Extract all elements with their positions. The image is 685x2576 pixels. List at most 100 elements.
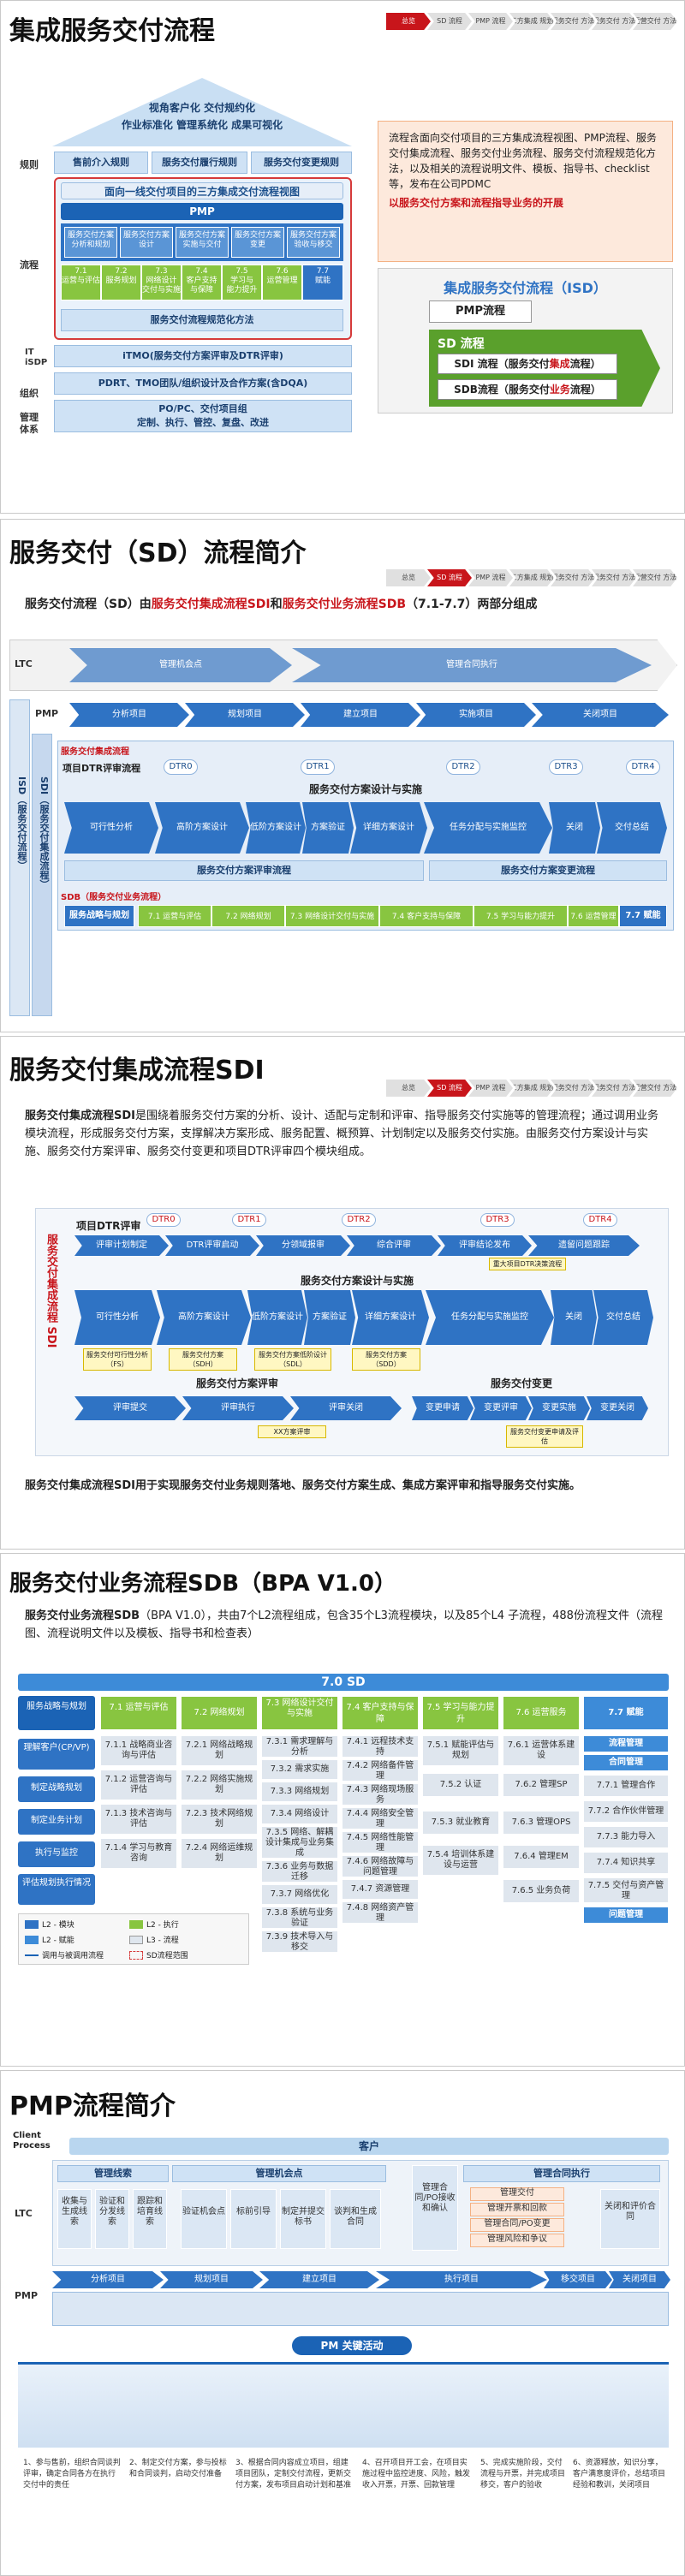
side-sdi-text: SDI（服务交付集成流程） — [39, 776, 50, 889]
isd-sdb: SDB流程（服务交付业务流程） — [438, 379, 617, 400]
left-cell: 执行与监控 — [18, 1841, 95, 1867]
nav-step[interactable]: 三方集成 规划 — [509, 569, 554, 586]
nav-step[interactable]: 服务交付 方法 — [551, 1080, 595, 1097]
pmp-phase: 分析项目 — [52, 2271, 164, 2288]
nav-step[interactable]: 服务交付 方法 — [592, 1080, 636, 1097]
sdb-step: 7.3 网络设计交付与实施 — [285, 905, 379, 927]
legend-swatch — [129, 1951, 143, 1960]
pmp-bar: PMP — [61, 203, 343, 220]
nav-step[interactable]: SD 流程 — [427, 1080, 472, 1097]
key-step: 6、资源释放，知识分享，客户满意度评价，总结项目经验和教训，关闭项目 — [573, 2459, 666, 2490]
pmp-label: PMP — [15, 2290, 39, 2301]
nav-step[interactable]: 总览 — [386, 13, 431, 30]
key-step: 1、参与售前，组织合同谈判评审，确定合同各方在执行交付中的责任 — [23, 2459, 121, 2490]
sdi-step: 任务分配与实施监控 — [424, 802, 552, 854]
sdb-desc-text: （BPA V1.0），共由7个L2流程组成，包含35个L3流程模块，以及85个L… — [25, 1609, 663, 1640]
page-title: 集成服务交付流程 — [9, 16, 215, 46]
dtr-flow: 遗留问题跟踪 — [528, 1235, 640, 1256]
l3-cell: 7.3.7 网络优化 — [261, 1884, 338, 1905]
step-note: 服务交付方案低阶设计（SDL） — [254, 1348, 331, 1371]
ltc-box: 制定并提交标书 — [280, 2189, 326, 2249]
l3-cell: 7.3.2 需求实施 — [261, 1759, 338, 1780]
nav-step[interactable]: 总览 — [386, 1080, 431, 1097]
change-bar: 服务交付方案变更流程 — [429, 860, 667, 881]
pyramid-text-1: 视角客户化 交付规约化 — [148, 102, 256, 114]
row-label-org: 组织 — [20, 388, 39, 399]
ltc-box: 标前引导 — [230, 2189, 277, 2249]
org-bar: PDRT、TMO团队/组织设计及合作方案(含DQA) — [54, 372, 352, 395]
l3-cell: 7.4.4 网络安全管理 — [342, 1807, 419, 1829]
nav-step[interactable]: SD 流程 — [427, 13, 472, 30]
intro-sdi: 服务交付集成流程SDI — [151, 598, 271, 611]
l3-cell: 7.3.6 业务与数据迁移 — [261, 1860, 338, 1883]
step-note: 服务交付方案（SDD） — [352, 1348, 420, 1371]
key-step: 3、根据合同内容成立项目，组建项目团队，定制交付流程，更新交付方案，发布项目启动… — [235, 2459, 352, 2490]
slide-sdi: 服务交付集成流程SDI 总览 SD 流程 PMP 流程 三方集成 规划 服务交付… — [0, 1036, 685, 1550]
dtr-flow: 分领域报审 — [256, 1235, 350, 1256]
dtr-pill: DTR0 — [146, 1213, 181, 1227]
nav-step[interactable]: 服务交付 方法 — [551, 13, 595, 30]
l3-cell: 7.3.1 需求理解与分析 — [261, 1735, 338, 1758]
dtr-note: 重大项目DTR决策流程 — [489, 1258, 566, 1270]
dtr-pill: DTR4 — [626, 759, 660, 775]
sdi-step: 交付总结 — [593, 1290, 653, 1345]
intro-a: 服务交付流程（SD）由 — [25, 598, 152, 611]
ltc-box: 管理开票和回款 — [470, 2203, 564, 2216]
l3-cell: 7.5.2 认证 — [422, 1773, 499, 1797]
nav-step[interactable]: 服务交付 方法 — [551, 569, 595, 586]
legend-swatch — [129, 1920, 143, 1929]
nav-step[interactable]: 运营交付 方法 — [633, 569, 677, 586]
nav-step[interactable]: PMP 流程 — [468, 13, 513, 30]
nav-step[interactable]: 服务交付 方法 — [592, 569, 636, 586]
page-title: 服务交付集成流程SDI — [9, 1056, 265, 1086]
l3-cell: 7.2.1 网络战略规划 — [181, 1735, 258, 1766]
ltc-group: 管理合同执行 — [463, 2165, 660, 2182]
l3-cell: 流程管理 — [583, 1735, 669, 1752]
sd-bar: 7.0 SD — [18, 1674, 669, 1691]
sdi-step: 方案验证 — [302, 802, 354, 854]
nav-step[interactable]: 三方集成 规划 — [509, 13, 554, 30]
nav-step[interactable]: 运营交付 方法 — [633, 13, 677, 30]
col-head: 7.7 赋能 — [583, 1696, 669, 1730]
review-bar: 服务交付方案评审流程 — [64, 860, 424, 881]
col-head: 7.3 网络设计交付与实施 — [261, 1696, 338, 1730]
nav-step[interactable]: 运营交付 方法 — [633, 1080, 677, 1097]
nav-step[interactable]: 服务交付 方法 — [592, 13, 636, 30]
key-step: 5、完成实施阶段，交付流程与开票，并完成项目移交，客户的验收 — [480, 2459, 566, 2490]
rule-fulfill: 服务交付履行规则 — [152, 152, 247, 174]
col-head: 7.2 网络规划 — [181, 1696, 258, 1730]
nav-step[interactable]: PMP 流程 — [468, 1080, 513, 1097]
l3-cell: 7.7.4 知识共享 — [583, 1852, 669, 1874]
isd-sdb-b: 流程） — [569, 384, 601, 396]
row-label-process: 流程 — [20, 259, 39, 271]
isd-title: 集成服务交付流程（ISD） — [444, 280, 607, 296]
sdb-step: 7.1 运营与评估 — [61, 265, 101, 300]
nav-step[interactable]: SD 流程 — [427, 569, 472, 586]
slide-sd-intro: 服务交付（SD）流程简介 总览 SD 流程 PMP 流程 三方集成 规划 服务交… — [0, 519, 685, 1032]
dtr-pill: DTR1 — [232, 1213, 266, 1227]
change-note: 服务交付变更申请及评估 — [506, 1425, 583, 1448]
isd-sdb-red: 业务 — [549, 384, 570, 396]
it-bar: iTMO(服务交付方案评审及DTR评审) — [54, 345, 352, 367]
left-cell: 制定战略规划 — [18, 1776, 95, 1802]
dtr-flow: DTR评审启动 — [165, 1235, 259, 1256]
l3-cell: 7.4.3 网络现场服务 — [342, 1783, 419, 1806]
side-isd — [9, 699, 30, 1016]
l3-cell: 问题管理 — [583, 1907, 669, 1924]
ltc-label: LTC — [15, 658, 33, 669]
col-head: 7.6 运营服务 — [503, 1696, 580, 1730]
isd-sdi: SDI 流程（服务交付集成流程） — [438, 354, 617, 374]
nav-step[interactable]: PMP 流程 — [468, 569, 513, 586]
nav-step[interactable]: 三方集成 规划 — [509, 1080, 554, 1097]
nav-step[interactable]: 总览 — [386, 569, 431, 586]
l3-cell: 7.4.5 网络性能管理 — [342, 1831, 419, 1853]
isd-sdi-red: 集成 — [549, 358, 570, 370]
pmp-phase: 关闭项目 — [609, 2271, 670, 2288]
legend-text: SD流程范围 — [146, 1952, 188, 1960]
dtr-pill: DTR2 — [446, 759, 480, 775]
ltc-box: 管理合同/PO变更 — [470, 2218, 564, 2232]
sdb-step: 7.6 运营管理 — [568, 905, 619, 927]
intro-b: 和 — [270, 598, 283, 611]
